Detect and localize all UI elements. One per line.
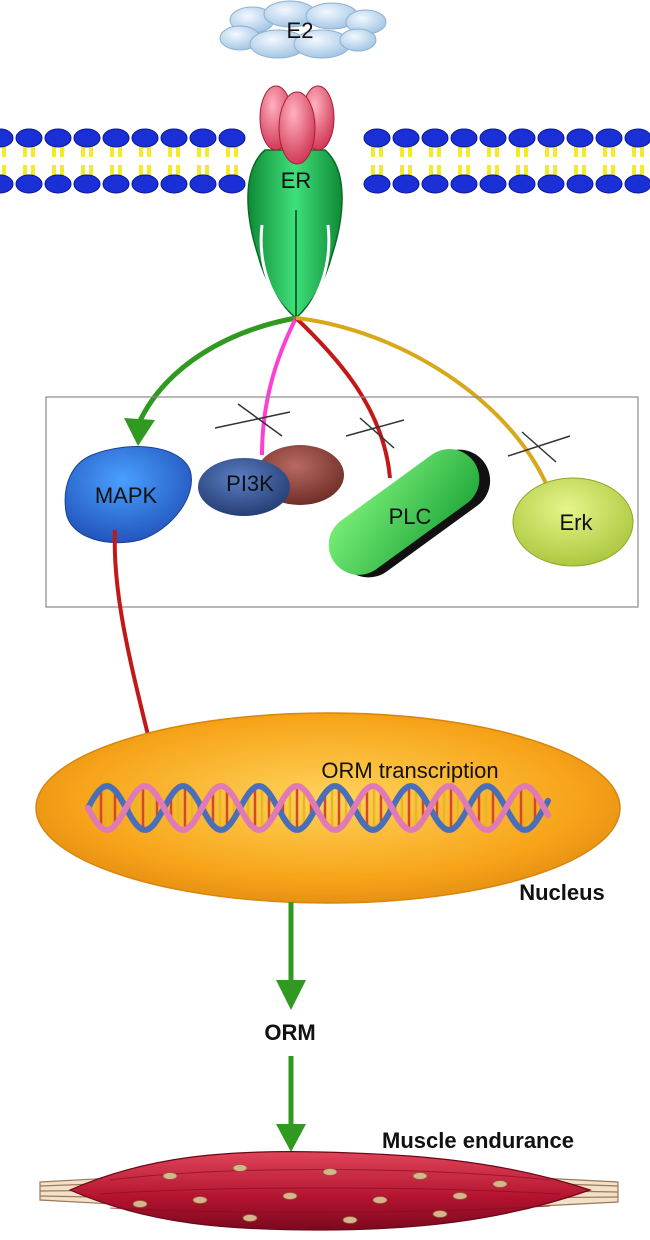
- lipid-head: [363, 128, 391, 148]
- lipid-head: [421, 174, 449, 194]
- lipid-head: [537, 128, 565, 148]
- orm-label: ORM: [264, 1020, 315, 1045]
- plc-shape: [328, 449, 480, 575]
- nucleus-shape: [35, 712, 621, 904]
- erk-label: Erk: [560, 510, 594, 535]
- muscle-nuclei: [132, 1164, 508, 1224]
- mapk-node: MAPK: [64, 446, 192, 544]
- cell-membrane: [0, 128, 650, 194]
- orm-transcription-label: ORM transcription: [321, 758, 498, 783]
- lipid-head: [624, 128, 650, 148]
- e2-label: E2: [287, 18, 314, 43]
- cross-plc: [345, 417, 405, 449]
- lipid-head: [160, 128, 188, 148]
- lipid-head: [73, 174, 101, 194]
- lipid-head: [450, 128, 478, 148]
- lipid-head: [595, 174, 623, 194]
- lipid-head: [537, 174, 565, 194]
- lipid-head: [479, 128, 507, 148]
- nucleus: ORM transcription Nucleus: [35, 712, 621, 905]
- receptor-cap: [259, 85, 335, 165]
- lipid-head: [508, 174, 536, 194]
- lipid-head: [421, 128, 449, 148]
- e2-ligand: E2: [219, 0, 387, 59]
- lipid-head: [160, 174, 188, 194]
- mapk-label: MAPK: [95, 483, 158, 508]
- line-er-to-pi3k: [260, 317, 298, 456]
- lipid-head: [450, 174, 478, 194]
- line-er-to-plc: [294, 316, 392, 479]
- plc-node: PLC: [328, 449, 491, 578]
- erk-shape: [512, 477, 634, 567]
- lipid-head: [15, 174, 43, 194]
- lipid-head: [392, 174, 420, 194]
- muscle-belly: [68, 1151, 592, 1231]
- lipid-head: [131, 174, 159, 194]
- lipid-head: [218, 174, 246, 194]
- lipid-head: [595, 128, 623, 148]
- lipid-head: [566, 174, 594, 194]
- muscle-fiber: [39, 1151, 619, 1231]
- kinase-box: [45, 396, 639, 608]
- lipid-head: [392, 128, 420, 148]
- lipid-head: [44, 128, 72, 148]
- receptor-prong-left: [259, 224, 294, 320]
- plc-label: PLC: [389, 504, 432, 529]
- lipid-head: [15, 128, 43, 148]
- mapk-shape: [64, 446, 192, 544]
- lipid-head: [508, 128, 536, 148]
- muscle-endurance-label: Muscle endurance: [382, 1128, 574, 1153]
- line-er-to-erk: [295, 316, 550, 489]
- estrogen-receptor: ER: [247, 85, 343, 320]
- signaling-lines: [124, 315, 550, 489]
- blocked-markers: [214, 403, 571, 463]
- lipid-head: [363, 174, 391, 194]
- dna-strand-a: [85, 783, 551, 833]
- arrow-er-to-mapk: [135, 315, 297, 427]
- pi3k-label: PI3K: [226, 471, 274, 496]
- pi3k-shape: [198, 458, 290, 516]
- muscle-striations: [99, 1169, 561, 1213]
- cross-pi3k: [214, 403, 291, 437]
- erk-node: Erk: [512, 477, 634, 567]
- nucleus-label: Nucleus: [519, 880, 605, 905]
- arrow-orm-to-muscle: [276, 1056, 306, 1152]
- receptor-prong-right: [298, 224, 331, 320]
- cross-erk: [507, 431, 571, 463]
- lipid-head: [131, 128, 159, 148]
- lipid-head: [102, 128, 130, 148]
- lipid-head: [566, 128, 594, 148]
- arrow-nucleus-to-orm: [276, 902, 306, 1010]
- lipid-head: [479, 174, 507, 194]
- arrowhead-mapk: [124, 418, 155, 446]
- lipid-head: [189, 174, 217, 194]
- lipid-head: [624, 174, 650, 194]
- dna-helix: [85, 783, 551, 833]
- lipid-head: [44, 174, 72, 194]
- lipid-head: [0, 128, 14, 148]
- lipid-head: [0, 174, 14, 194]
- lipid-head: [189, 128, 217, 148]
- lipid-head: [102, 174, 130, 194]
- lipid-head: [218, 128, 246, 148]
- er-label: ER: [281, 168, 312, 193]
- lipid-head: [73, 128, 101, 148]
- pi3k-node: PI3K: [198, 445, 344, 516]
- cloud-shape: [219, 0, 387, 59]
